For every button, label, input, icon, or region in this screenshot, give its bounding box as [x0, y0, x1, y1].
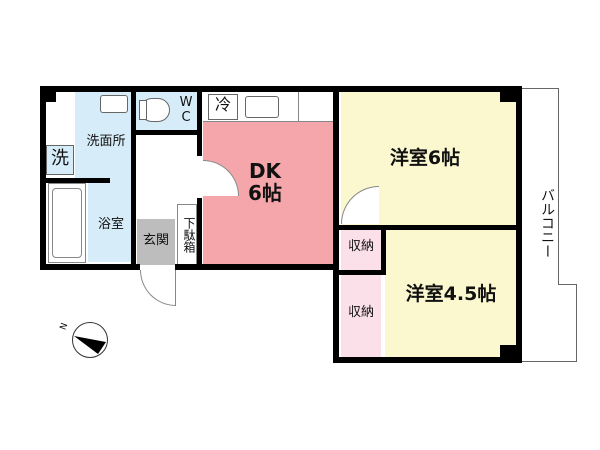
bathtub-inner — [52, 188, 82, 258]
balcony-outline-lower — [521, 284, 577, 362]
wall-wet-divider — [131, 86, 136, 270]
dk-label-line1: DK — [248, 159, 282, 183]
wall-storage-right — [381, 225, 386, 275]
wall-corner-top-left — [46, 92, 56, 102]
western-room-2 — [385, 230, 518, 358]
wall-bath-top — [40, 178, 110, 183]
wall-bottom-right — [333, 357, 522, 363]
entrance-label: 玄関 — [142, 233, 169, 248]
bath-label: 浴室 — [97, 217, 124, 232]
bath-area — [88, 182, 133, 262]
wall-wc-bottom — [133, 130, 199, 135]
wall-storage-mid — [337, 270, 386, 275]
entry-door-swing — [140, 270, 176, 306]
kitchen-sink — [245, 96, 279, 118]
wall-rooms-divider — [337, 225, 522, 230]
wall-right — [516, 86, 522, 362]
pillar-bottom-right — [500, 345, 516, 357]
pillar-top-right — [500, 92, 516, 102]
wall-bottom-left — [40, 264, 140, 270]
western-room-2-label: 洋室4.5帖 — [405, 283, 497, 305]
wall-dk-left — [197, 86, 202, 156]
entrance-area — [137, 219, 175, 265]
storage-1 — [341, 230, 381, 270]
wall-top-right — [337, 86, 521, 92]
balcony-step — [558, 284, 577, 285]
bathtub — [48, 183, 86, 263]
washroom-label: 洗面所 — [86, 134, 126, 149]
wall-top-left — [40, 86, 337, 92]
wc-label-w: W — [179, 95, 193, 110]
wall-dk-left-lower — [197, 198, 202, 268]
compass-icon — [72, 322, 108, 358]
storage-2 — [341, 275, 381, 357]
kitchen-divider — [298, 92, 299, 122]
wall-right-section-left — [333, 264, 339, 363]
shoe-box-label: 下駄箱 — [182, 217, 196, 253]
washer-box — [46, 145, 74, 175]
fridge-label: 冷 — [214, 95, 231, 114]
wash-basin — [100, 95, 128, 113]
wc-label-c: C — [181, 110, 191, 125]
dk-label-line2: 6帖 — [248, 181, 282, 205]
washer-label: 洗 — [51, 148, 69, 169]
compass-north-label: N — [58, 321, 71, 332]
wall-bottom-mid — [175, 264, 337, 270]
wall-dk-right — [333, 86, 339, 270]
fridge-box — [208, 94, 238, 120]
storage-2-label: 収納 — [347, 305, 374, 320]
western-room-1-label: 洋室6帖 — [389, 147, 461, 169]
toilet-tank — [139, 100, 147, 120]
storage-1-label: 収納 — [347, 239, 374, 254]
balcony-label: バルコニー — [539, 188, 555, 258]
